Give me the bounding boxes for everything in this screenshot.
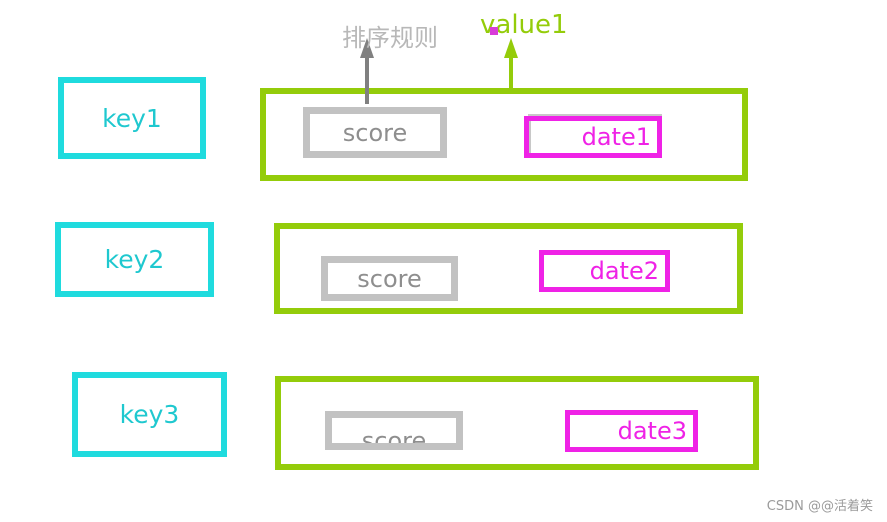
value-marker-dot bbox=[490, 27, 498, 35]
value2-box bbox=[274, 223, 743, 314]
value-arrow bbox=[504, 38, 518, 88]
score3-label: score bbox=[361, 427, 427, 450]
date2-box: date2 bbox=[539, 250, 670, 292]
value-label: value1 bbox=[480, 10, 568, 40]
key3-label: key3 bbox=[119, 400, 180, 429]
key2-box: key2 bbox=[55, 222, 214, 297]
key1-box: key1 bbox=[58, 77, 206, 159]
score1-label: score bbox=[342, 118, 408, 147]
value3-box bbox=[275, 376, 759, 470]
date1-box: date1 bbox=[524, 116, 662, 158]
score2-box: score bbox=[321, 256, 458, 301]
score1-box: score bbox=[303, 107, 447, 158]
value1-box bbox=[260, 88, 748, 181]
date2-label: date2 bbox=[589, 257, 659, 285]
sort-rule-label: 排序规则 bbox=[342, 24, 438, 52]
score2-label: score bbox=[357, 264, 422, 293]
watermark: CSDN @@活着笑 bbox=[766, 499, 873, 514]
date3-box: date3 bbox=[565, 410, 698, 452]
score3-box: score bbox=[325, 411, 463, 450]
date1-label: date1 bbox=[581, 123, 651, 151]
key1-label: key1 bbox=[102, 103, 162, 133]
sort-rule-arrow bbox=[360, 38, 374, 104]
key3-box: key3 bbox=[72, 372, 227, 457]
key2-label: key2 bbox=[104, 245, 165, 274]
date3-label: date3 bbox=[617, 417, 687, 445]
